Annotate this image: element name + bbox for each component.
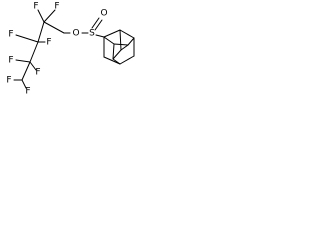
atom-labels: F F F F F F F F O S O bbox=[6, 2, 107, 97]
atom-f-lower-left: F bbox=[6, 76, 11, 86]
bond-s-adamantyl bbox=[95, 34, 105, 38]
atom-f-top-left: F bbox=[33, 2, 38, 12]
bond-c2-ch2 bbox=[43, 21, 65, 34]
atom-f-upper-left: F bbox=[8, 30, 13, 40]
adamantane-cage bbox=[103, 29, 135, 65]
bond-c5-f-bottom bbox=[21, 79, 27, 89]
molecular-structure-diagram: F F F F F F F F O S O bbox=[6, 2, 135, 97]
bond-c4-c5 bbox=[21, 61, 31, 81]
atom-oxygen-sulfinyl: O bbox=[100, 9, 107, 19]
atom-f-top-right: F bbox=[54, 2, 59, 12]
atom-oxygen-ester: O bbox=[72, 29, 79, 39]
bond-c2-f-top-right bbox=[43, 9, 56, 23]
atom-f-upper-mid: F bbox=[46, 38, 51, 48]
bond-s-o-double-a bbox=[91, 17, 100, 29]
bond-s-o-double-b bbox=[94, 19, 103, 31]
bond-c3-f-upper-left bbox=[15, 34, 39, 43]
bonds bbox=[13, 9, 135, 89]
atom-f-bottom: F bbox=[25, 87, 30, 97]
atom-f-mid-left: F bbox=[8, 56, 13, 66]
bond-c3-c4 bbox=[29, 41, 39, 63]
bond-c4-f-mid-center bbox=[29, 61, 37, 71]
bond-c4-f-mid-left bbox=[15, 59, 31, 63]
atom-f-mid-center: F bbox=[35, 68, 40, 78]
atom-sulfur: S bbox=[89, 29, 95, 39]
bond-c2-c3 bbox=[37, 21, 45, 43]
bond-c2-f-top-left bbox=[37, 9, 45, 23]
